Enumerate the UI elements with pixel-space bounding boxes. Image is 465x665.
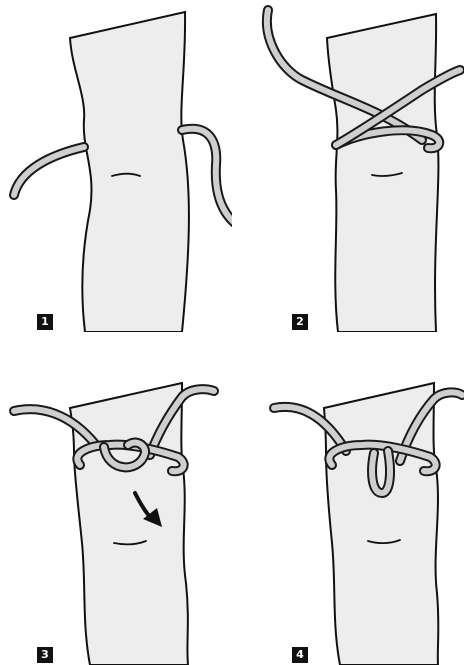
- step-number-badge: 4: [292, 647, 308, 663]
- step-number-badge: 1: [37, 314, 53, 330]
- leg-shape: [70, 12, 189, 332]
- step-2-panel: 2: [232, 0, 464, 332]
- step-1-illustration: [0, 0, 232, 332]
- step-number-badge: 2: [292, 314, 308, 330]
- leg-shape: [70, 383, 188, 665]
- step-number-badge: 3: [37, 647, 53, 663]
- step-4-illustration: [232, 333, 464, 665]
- step-2-illustration: [232, 0, 464, 332]
- leg-shape: [327, 14, 438, 332]
- step-3-panel: 3: [0, 333, 232, 665]
- step-4-panel: 4: [232, 333, 464, 665]
- step-1-panel: 1: [0, 0, 232, 332]
- rope-left-outline: [14, 147, 84, 195]
- step-3-illustration: [0, 333, 232, 665]
